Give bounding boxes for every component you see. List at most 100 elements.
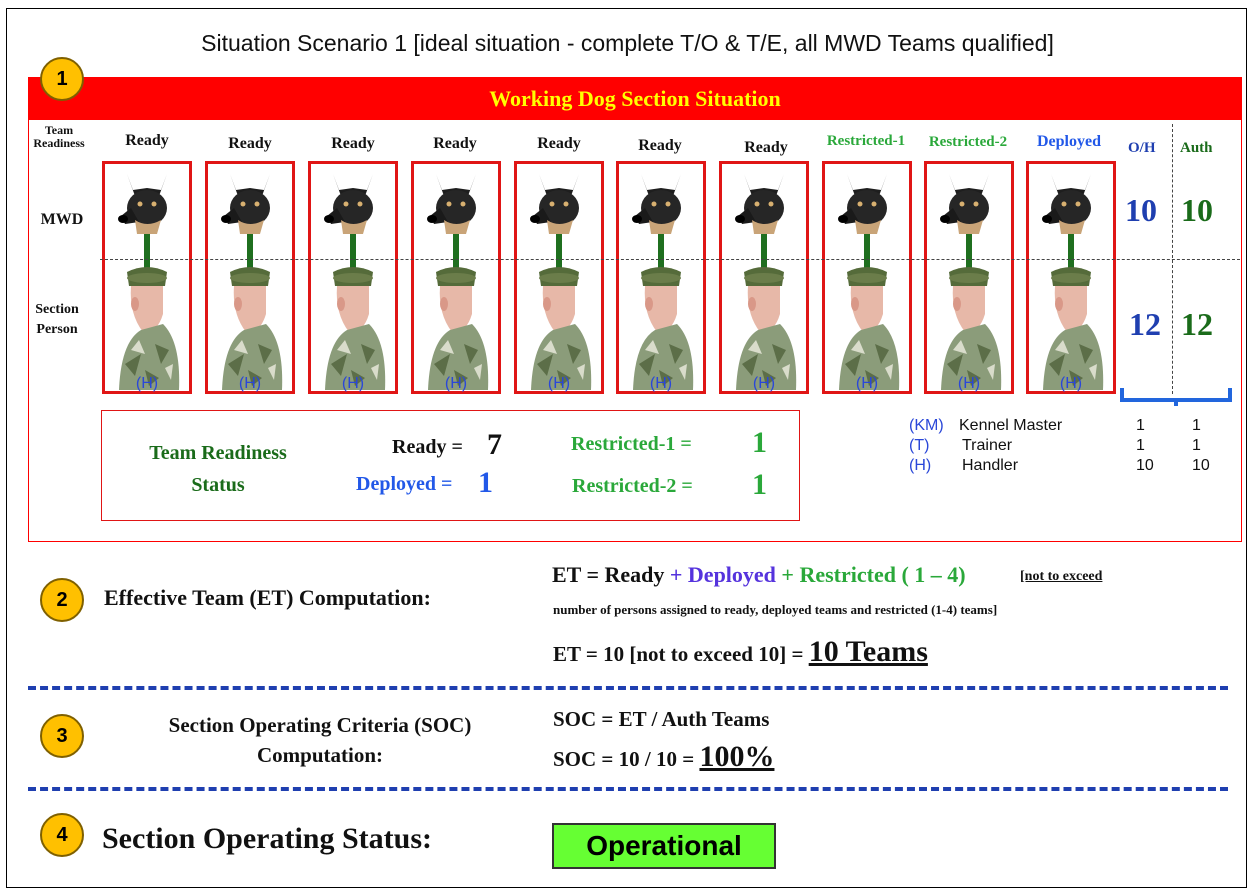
mwd-dog-icon bbox=[118, 174, 167, 270]
section-person-icon bbox=[736, 267, 797, 390]
section-person-icon bbox=[1043, 267, 1104, 390]
handler-role-label: (H) bbox=[341, 375, 365, 392]
handler-role-label: (H) bbox=[649, 375, 673, 392]
legend-auth-count: 1 bbox=[1192, 437, 1201, 454]
mwd-auth-count: 10 bbox=[1181, 192, 1213, 228]
column-auth-header: Auth bbox=[1180, 140, 1213, 156]
team-status-label: Restricted-1 bbox=[826, 133, 906, 149]
ready-label: Ready = bbox=[392, 436, 463, 458]
legend-auth-count: 1 bbox=[1192, 417, 1201, 434]
legend-oh-count: 10 bbox=[1136, 457, 1154, 474]
team-card: (H) bbox=[308, 161, 398, 394]
oh-auth-divider bbox=[1172, 124, 1173, 394]
operational-status-box: Operational bbox=[552, 823, 776, 869]
column-oh-header: O/H bbox=[1128, 140, 1156, 156]
soc-result: SOC = 10 / 10 = 100% bbox=[553, 740, 774, 774]
legend-role-name: Trainer bbox=[962, 437, 1013, 454]
mwd-dog-icon bbox=[940, 174, 989, 270]
readiness-heading-line1: Team Readiness bbox=[149, 442, 287, 464]
et-result-prefix: ET = 10 [not to exceed 10] = bbox=[553, 642, 809, 666]
et-formula-plus1: + bbox=[664, 562, 688, 587]
step-2-badge: 2 bbox=[40, 578, 84, 622]
mwd-dog-icon bbox=[632, 174, 681, 270]
legend-auth-count: 10 bbox=[1192, 457, 1210, 474]
legend-code: (T) bbox=[909, 437, 930, 454]
team-card: (H) bbox=[719, 161, 809, 394]
legend-role-name: Handler bbox=[962, 457, 1019, 474]
section-person-icon bbox=[839, 267, 900, 390]
section-person-icon bbox=[325, 267, 386, 390]
section-person-icon bbox=[119, 267, 180, 390]
soc-formula: SOC = ET / Auth Teams bbox=[553, 707, 770, 731]
legend-code: (H) bbox=[909, 457, 932, 474]
legend-code: (KM) bbox=[909, 417, 944, 434]
mwd-dog-icon bbox=[530, 174, 579, 270]
soc-result-prefix: SOC = 10 / 10 = bbox=[553, 747, 700, 771]
personnel-bracket bbox=[1120, 388, 1232, 406]
et-formula-deployed: Deployed bbox=[687, 562, 776, 587]
et-formula-plus2: + bbox=[775, 562, 800, 587]
handler-role-label: (H) bbox=[238, 375, 262, 392]
legend-oh-count: 1 bbox=[1136, 417, 1145, 434]
section-divider-2 bbox=[28, 787, 1228, 791]
et-result: ET = 10 [not to exceed 10] = 10 Teams bbox=[553, 635, 928, 669]
soc-label-line1: Section Operating Criteria (SOC) bbox=[168, 713, 472, 737]
team-card: (H) bbox=[514, 161, 604, 394]
section-person-icon bbox=[633, 267, 694, 390]
restricted2-label: Restricted-2 = bbox=[572, 475, 693, 497]
slide-title: Situation Scenario 1 [ideal situation - … bbox=[201, 30, 1054, 56]
deployed-label: Deployed = bbox=[356, 473, 453, 495]
person-oh-count: 12 bbox=[1129, 306, 1161, 342]
handler-role-label: (H) bbox=[957, 375, 981, 392]
restricted1-value: 1 bbox=[752, 426, 767, 459]
soc-result-value: 100% bbox=[699, 740, 775, 773]
team-card: (H) bbox=[924, 161, 1014, 394]
section-person-icon bbox=[428, 267, 489, 390]
step-3-badge: 3 bbox=[40, 714, 84, 758]
team-status-label: Ready bbox=[331, 135, 375, 152]
handler-role-label: (H) bbox=[135, 375, 159, 392]
team-status-label: Ready bbox=[638, 137, 682, 154]
ready-value: 7 bbox=[487, 428, 502, 461]
et-label: Effective Team (ET) Computation: bbox=[104, 585, 431, 610]
legend-role-name: Kennel Master bbox=[959, 417, 1063, 434]
section-person-icon bbox=[941, 267, 1002, 390]
team-card: (H) bbox=[1026, 161, 1116, 394]
team-status-label: Ready bbox=[228, 135, 272, 152]
handler-role-label: (H) bbox=[855, 375, 879, 392]
row-label-mwd: MWD bbox=[40, 211, 84, 228]
restricted2-value: 1 bbox=[752, 468, 767, 501]
mwd-dog-icon bbox=[221, 174, 270, 270]
readiness-status-box bbox=[101, 410, 800, 521]
restricted1-label: Restricted-1 = bbox=[571, 433, 692, 455]
et-note-1: [not to exceed bbox=[1020, 569, 1103, 584]
et-formula-restricted: Restricted ( 1 – 4) bbox=[799, 562, 966, 587]
handler-role-label: (H) bbox=[444, 375, 468, 392]
team-card: (H) bbox=[205, 161, 295, 394]
handler-role-label: (H) bbox=[752, 375, 776, 392]
team-status-label: Ready bbox=[125, 132, 169, 149]
team-status-label: Ready bbox=[433, 135, 477, 152]
step-1-badge: 1 bbox=[40, 57, 84, 101]
handler-role-label: (H) bbox=[547, 375, 571, 392]
soc-label-line2: Computation: bbox=[256, 743, 383, 767]
mwd-oh-count: 10 bbox=[1125, 192, 1157, 228]
team-card: (H) bbox=[822, 161, 912, 394]
mwd-dog-icon bbox=[324, 174, 373, 270]
et-formula: ET = Ready + Deployed + Restricted ( 1 –… bbox=[552, 562, 966, 588]
team-status-label: Restricted-2 bbox=[928, 134, 1008, 150]
deployed-value: 1 bbox=[478, 466, 493, 499]
section-divider-1 bbox=[28, 686, 1228, 690]
mwd-dog-icon bbox=[838, 174, 887, 270]
section-status-label: Section Operating Status: bbox=[102, 822, 432, 855]
team-status-label: Ready bbox=[537, 135, 581, 152]
situation-banner: Working Dog Section Situation bbox=[28, 77, 1242, 120]
et-result-value: 10 Teams bbox=[808, 635, 928, 668]
step-4-badge: 4 bbox=[40, 813, 84, 857]
readiness-status-heading: Team Readiness Status bbox=[118, 437, 318, 501]
section-person-icon bbox=[222, 267, 283, 390]
mwd-dog-icon bbox=[427, 174, 476, 270]
team-card: (H) bbox=[411, 161, 501, 394]
mwd-dog-icon bbox=[1042, 174, 1091, 270]
team-card: (H) bbox=[616, 161, 706, 394]
